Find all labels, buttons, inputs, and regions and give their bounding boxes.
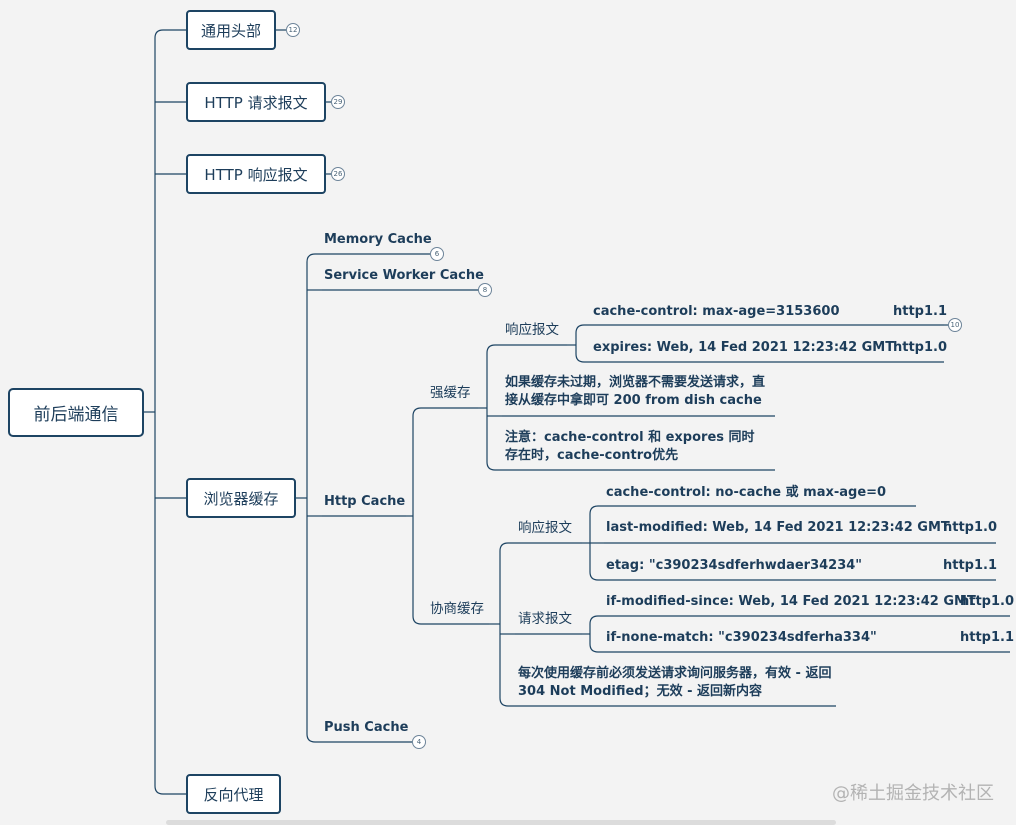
node-strong-response-message[interactable]: 响应报文 bbox=[505, 322, 559, 338]
node-service-worker-cache[interactable]: Service Worker Cache bbox=[324, 268, 484, 283]
node-negotiate-request-header[interactable]: if-none-match: "c390234sdferha334" bbox=[606, 630, 877, 645]
node-strong-note[interactable]: 如果缓存未过期，浏览器不需要发送请求，直接从缓存中拿即可 200 from di… bbox=[505, 375, 766, 408]
node-browser-cache[interactable]: 浏览器缓存 bbox=[186, 478, 296, 518]
node-http-cache[interactable]: Http Cache bbox=[324, 494, 406, 509]
node-http-response-message[interactable]: HTTP 响应报文 bbox=[186, 154, 326, 194]
collapsed-count-badge[interactable]: 10 bbox=[948, 318, 962, 332]
collapsed-count-badge[interactable]: 8 bbox=[478, 283, 492, 297]
collapsed-count-badge[interactable]: 6 bbox=[430, 247, 444, 261]
node-negotiate-header-version: http1.0 bbox=[960, 594, 1015, 609]
node-negotiate-header-version: http1.1 bbox=[943, 558, 998, 573]
node-strong-header-version: http1.1 bbox=[893, 304, 948, 319]
watermark: @稀土掘金技术社区 bbox=[832, 783, 994, 804]
node-http-request-message[interactable]: HTTP 请求报文 bbox=[186, 82, 326, 122]
node-negotiate-header-version: http1.0 bbox=[943, 520, 998, 535]
node-negotiate-cache[interactable]: 协商缓存 bbox=[430, 601, 484, 617]
collapsed-count-badge[interactable]: 26 bbox=[331, 167, 345, 181]
node-reverse-proxy[interactable]: 反向代理 bbox=[186, 774, 281, 814]
collapsed-count-badge[interactable]: 4 bbox=[412, 735, 426, 749]
node-negotiate-header-version: http1.1 bbox=[960, 630, 1015, 645]
root-node[interactable]: 前后端通信 bbox=[8, 388, 144, 437]
node-negotiate-note[interactable]: 每次使用缓存前必须发送请求询问服务器，有效 - 返回 304 Not Modif… bbox=[518, 666, 832, 699]
collapsed-count-badge[interactable]: 29 bbox=[331, 95, 345, 109]
horizontal-scrollbar[interactable] bbox=[166, 820, 836, 825]
node-negotiate-response-header[interactable]: cache-control: no-cache 或 max-age=0 bbox=[606, 485, 887, 500]
node-strong-header[interactable]: expires: Web, 14 Fed 2021 12:23:42 GMT bbox=[593, 340, 895, 355]
node-negotiate-response-header[interactable]: etag: "c390234sdferhwdaer34234" bbox=[606, 558, 863, 573]
node-negotiate-request-header[interactable]: if-modified-since: Web, 14 Fed 2021 12:2… bbox=[606, 594, 976, 609]
collapsed-count-badge[interactable]: 12 bbox=[286, 23, 300, 37]
node-strong-header-version: http1.0 bbox=[893, 340, 948, 355]
node-negotiate-response-message[interactable]: 响应报文 bbox=[518, 520, 572, 536]
node-strong-header[interactable]: cache-control: max-age=3153600 bbox=[593, 304, 840, 319]
node-push-cache[interactable]: Push Cache bbox=[324, 720, 409, 735]
node-common-headers[interactable]: 通用头部 bbox=[186, 10, 276, 50]
node-negotiate-response-header[interactable]: last-modified: Web, 14 Fed 2021 12:23:42… bbox=[606, 520, 950, 535]
node-memory-cache[interactable]: Memory Cache bbox=[324, 232, 432, 247]
node-strong-note[interactable]: 注意：cache-control 和 expores 同时存在时，cache-c… bbox=[505, 430, 755, 463]
node-negotiate-request-message[interactable]: 请求报文 bbox=[518, 611, 572, 627]
node-strong-cache[interactable]: 强缓存 bbox=[430, 385, 471, 401]
